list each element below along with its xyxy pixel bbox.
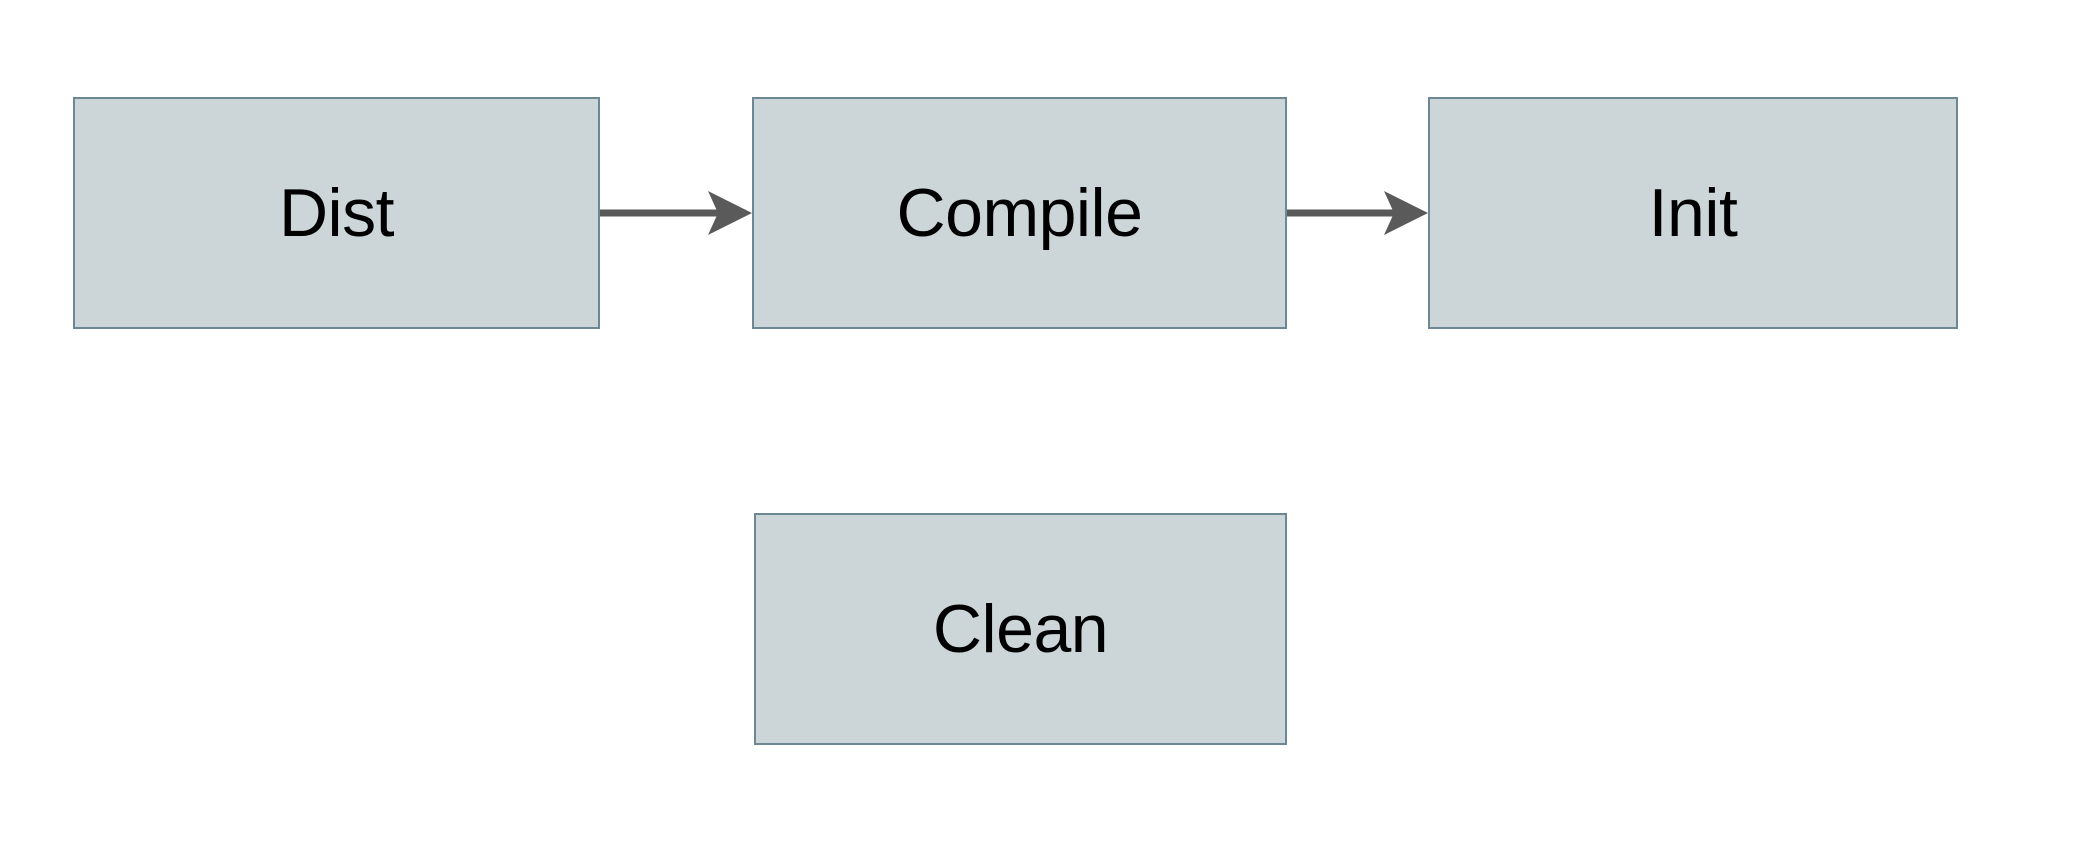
node-dist-label: Dist <box>278 175 395 251</box>
edge-dist-to-compile <box>600 191 752 235</box>
node-clean[interactable]: Clean <box>754 513 1287 745</box>
node-init-label: Init <box>1648 175 1738 251</box>
node-init[interactable]: Init <box>1428 97 1958 329</box>
node-clean-label: Clean <box>932 591 1109 667</box>
node-dist[interactable]: Dist <box>73 97 600 329</box>
edge-compile-to-init <box>1287 191 1428 235</box>
node-compile-label: Compile <box>896 175 1143 251</box>
node-compile[interactable]: Compile <box>752 97 1287 329</box>
